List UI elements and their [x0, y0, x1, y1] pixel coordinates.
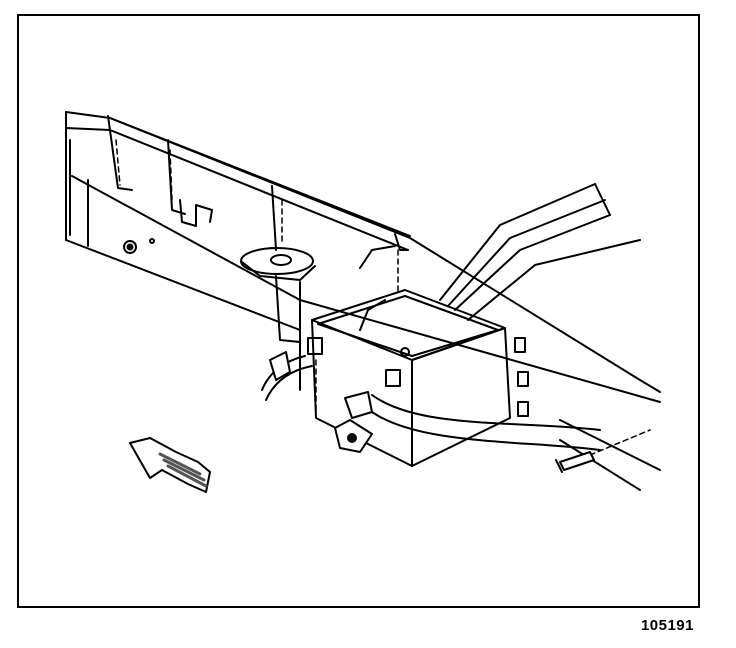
- crossmember: [439, 183, 641, 321]
- wiring-harness: [261, 299, 601, 453]
- figure-number: 105191: [640, 617, 694, 634]
- installation-guide-lines: [115, 139, 651, 456]
- mounting-bolt: [555, 451, 595, 473]
- front-direction-arrow: [129, 437, 211, 493]
- frame-rail: [65, 111, 661, 491]
- mounting-bracket: [107, 115, 411, 343]
